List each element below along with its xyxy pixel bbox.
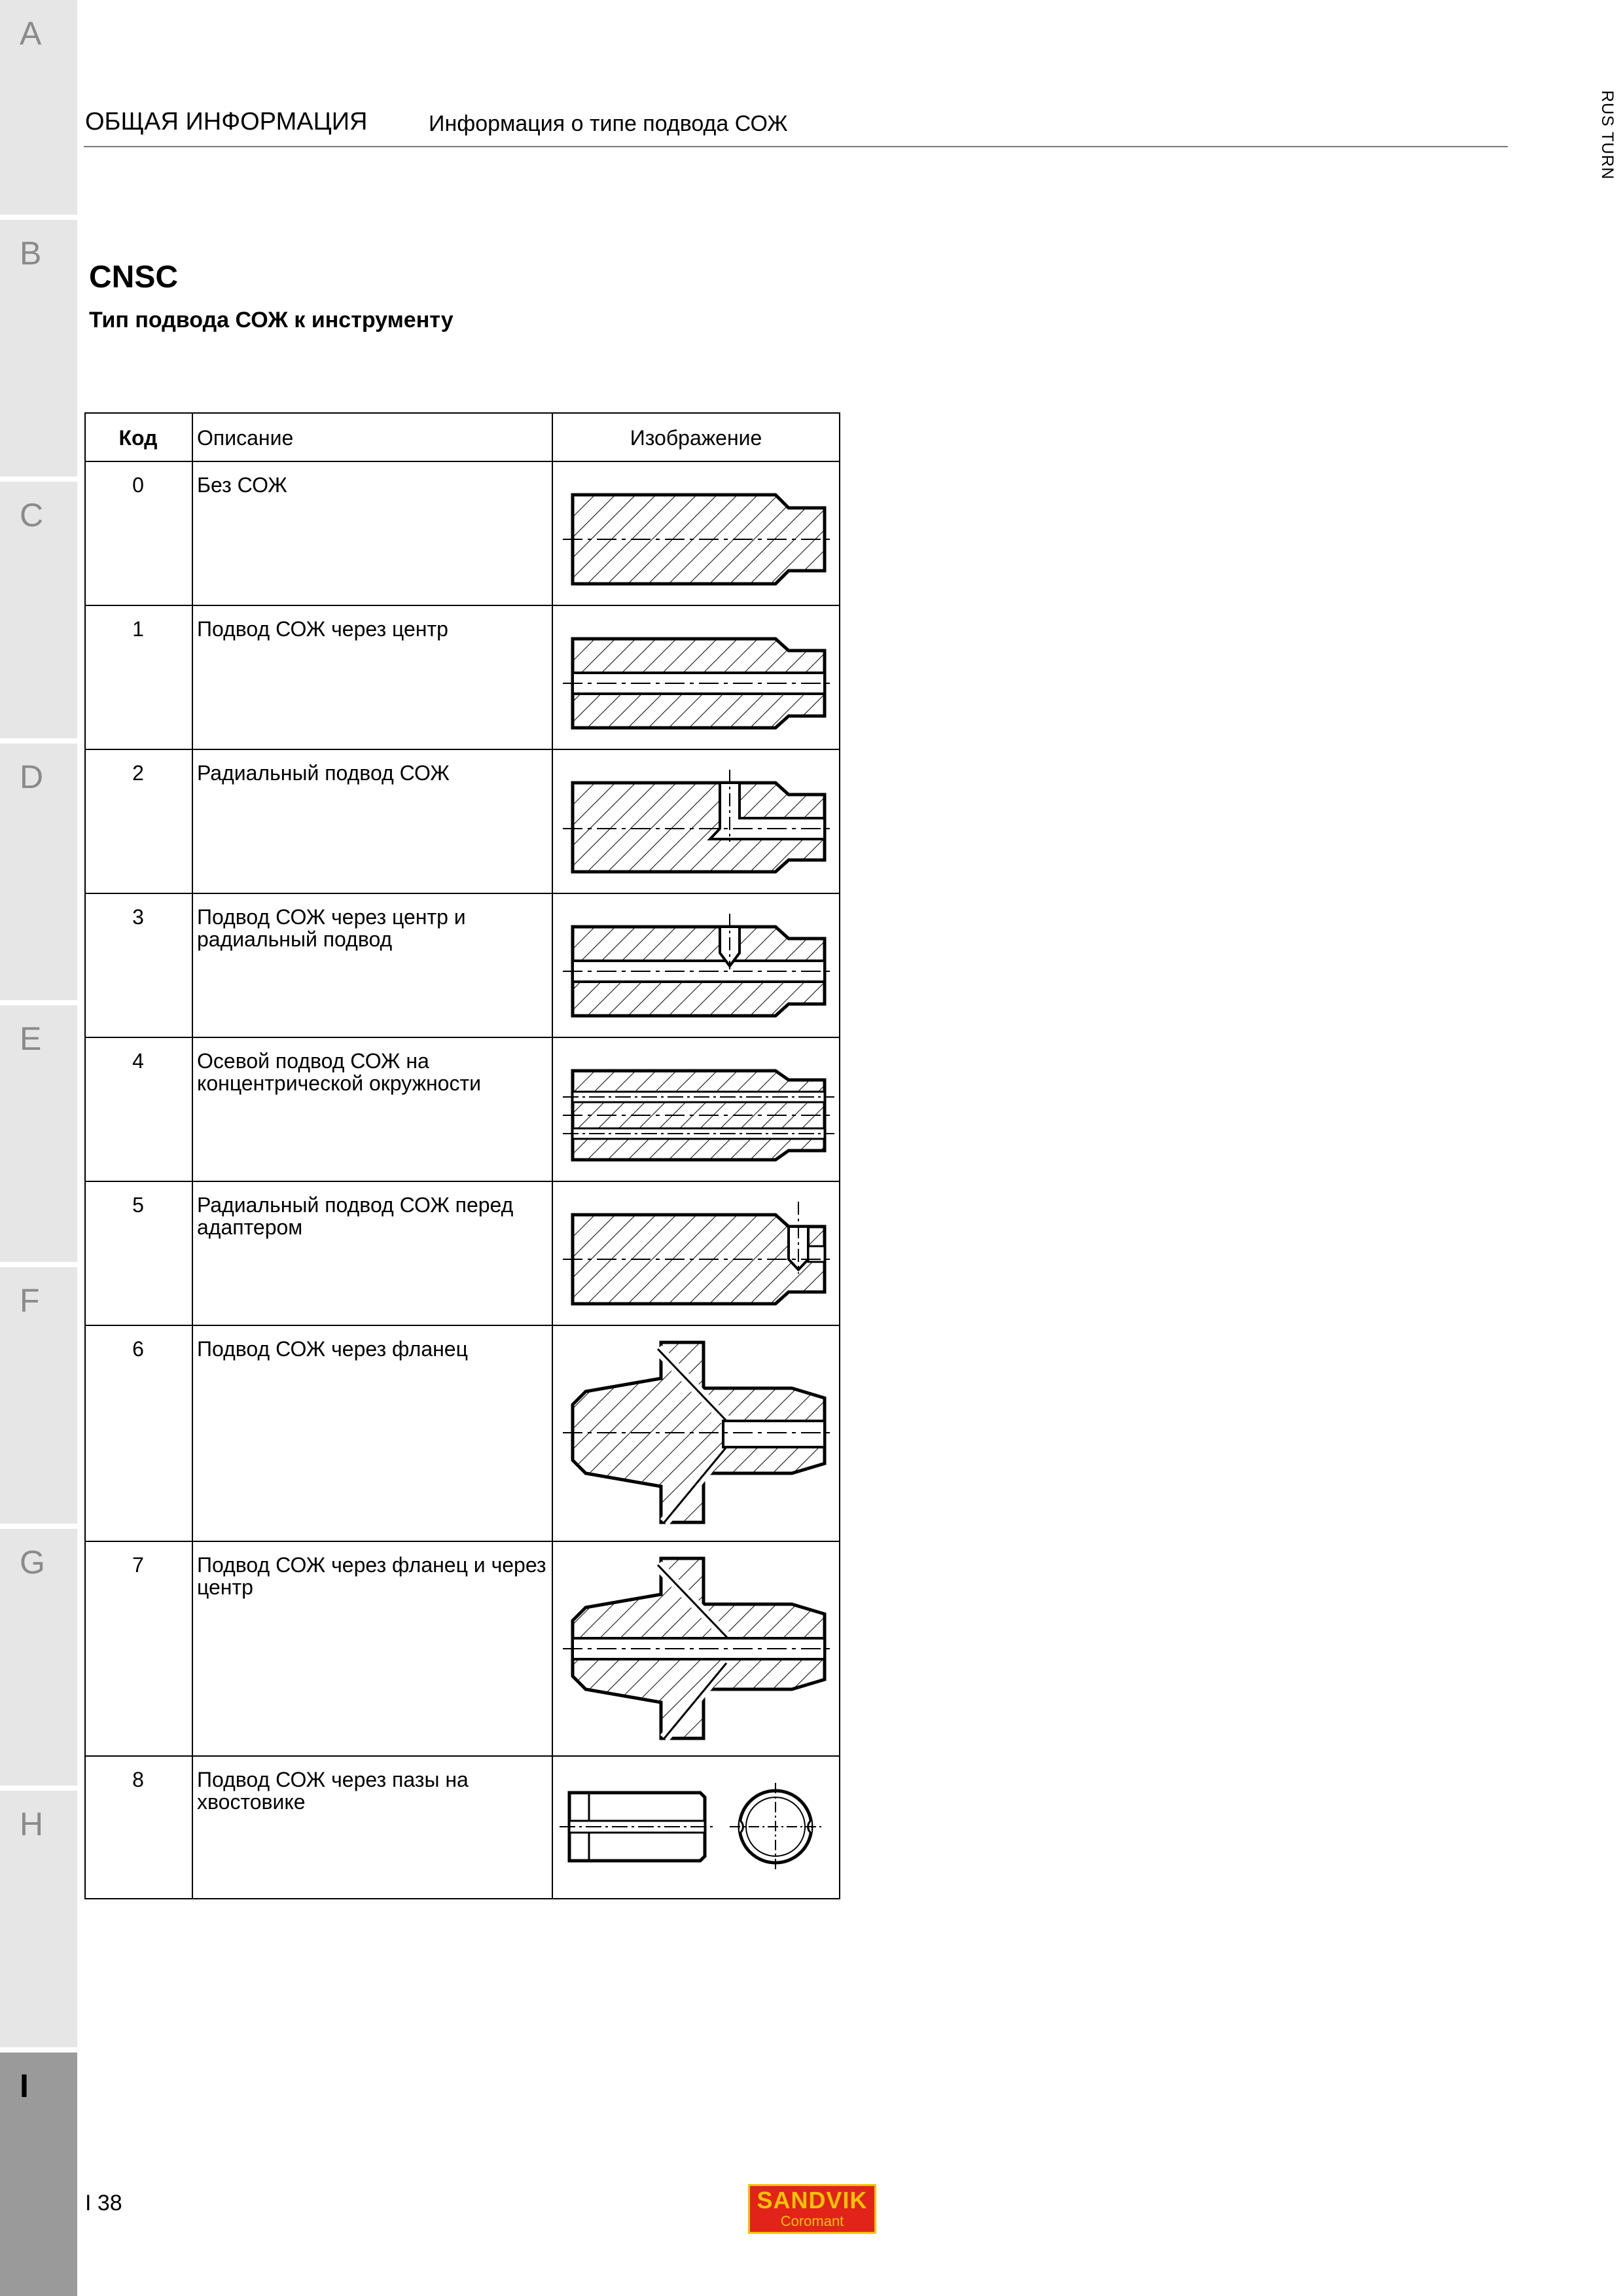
row-code: 8 — [132, 1768, 144, 1791]
flange-coolant-icon — [563, 1340, 834, 1526]
shank-concentric-icon — [563, 1069, 834, 1162]
tab-letter: I — [20, 2068, 29, 2104]
page-title: CNSC — [89, 260, 179, 295]
tab-letter: H — [20, 1806, 44, 1842]
row-code: 5 — [132, 1193, 144, 1217]
tab-letter: G — [20, 1544, 45, 1581]
tab-f[interactable]: F — [0, 1267, 77, 1524]
column-header-description: Описание — [197, 426, 294, 450]
row-description: Радиальный подвод СОЖ перед адаптером — [197, 1193, 514, 1239]
row-code: 6 — [132, 1337, 144, 1361]
tab-letter: D — [20, 759, 44, 795]
row-description: Осевой подвод СОЖ на концентрической окр… — [197, 1049, 481, 1095]
section-tabs: A B C D E F G H I — [0, 0, 77, 2296]
side-language-tag: RUS TURN — [1598, 90, 1616, 180]
tab-e[interactable]: E — [0, 1005, 77, 1262]
row-code: 1 — [132, 617, 144, 641]
row-description: Подвод СОЖ через фланец — [197, 1337, 468, 1361]
tab-b[interactable]: B — [0, 220, 77, 476]
tab-letter: F — [20, 1282, 40, 1319]
row-code: 4 — [132, 1049, 144, 1073]
tab-h[interactable]: H — [0, 1791, 77, 2047]
tab-c[interactable]: C — [0, 482, 77, 738]
page-number: I 38 — [85, 2191, 122, 2215]
coolant-type-table: Код Описание Изображение 0 Без СОЖ 1 Под… — [84, 412, 840, 1899]
shank-radial-front-icon — [563, 1202, 834, 1306]
header-category: ОБЩАЯ ИНФОРМАЦИЯ — [85, 108, 368, 135]
logo-brand-text: SANDVIK — [757, 2187, 868, 2214]
tab-d[interactable]: D — [0, 744, 77, 1000]
shank-central-bore-icon — [563, 637, 834, 730]
row-code: 0 — [132, 473, 144, 497]
tab-letter: C — [20, 497, 44, 533]
section-subtitle: Тип подвода СОЖ к инструменту — [89, 308, 454, 332]
row-description: Радиальный подвод СОЖ — [197, 761, 450, 785]
tab-letter: E — [20, 1020, 42, 1057]
shank-radial-bore-icon — [563, 770, 834, 874]
logo-sub-text: Coromant — [780, 2213, 844, 2229]
shank-central-radial-icon — [563, 914, 834, 1018]
row-description: Подвод СОЖ через центр — [197, 617, 448, 641]
tab-letter: A — [20, 15, 42, 52]
tab-letter: B — [20, 235, 42, 272]
row-description: Без СОЖ — [197, 473, 287, 497]
header-subtitle: Информация о типе подвода СОЖ — [429, 111, 788, 136]
row-code: 7 — [132, 1553, 144, 1577]
column-header-code: Код — [118, 426, 158, 450]
row-description: Подвод СОЖ через центр и радиальный подв… — [197, 905, 466, 951]
row-description: Подвод СОЖ через пазы на хвостовике — [197, 1768, 469, 1814]
row-code: 2 — [132, 761, 144, 785]
tab-g[interactable]: G — [0, 1529, 77, 1785]
shank-grooves-icon — [560, 1783, 821, 1871]
shank-solid-icon — [563, 493, 834, 586]
header-divider — [84, 146, 1508, 147]
column-header-image: Изображение — [630, 426, 762, 450]
row-code: 3 — [132, 905, 144, 929]
sandvik-coromant-logo: SANDVIK Coromant — [748, 2184, 876, 2234]
flange-central-icon — [563, 1556, 834, 1742]
row-description: Подвод СОЖ через фланец и через центр — [197, 1553, 546, 1599]
tab-i[interactable]: I — [0, 2053, 77, 2296]
tab-a[interactable]: A — [0, 0, 77, 215]
